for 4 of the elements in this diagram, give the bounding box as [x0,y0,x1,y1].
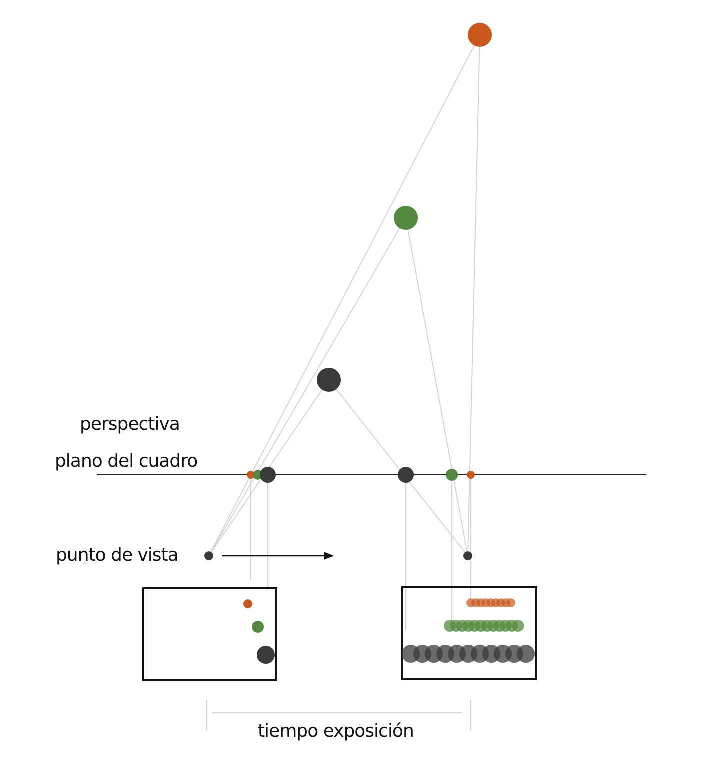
annotation-text: plano del cuadro [55,451,198,473]
dimension-label: tiempo exposición [258,721,414,743]
annotation-text: punto de vista [56,545,178,567]
annotation-text: perspectiva [80,414,180,436]
